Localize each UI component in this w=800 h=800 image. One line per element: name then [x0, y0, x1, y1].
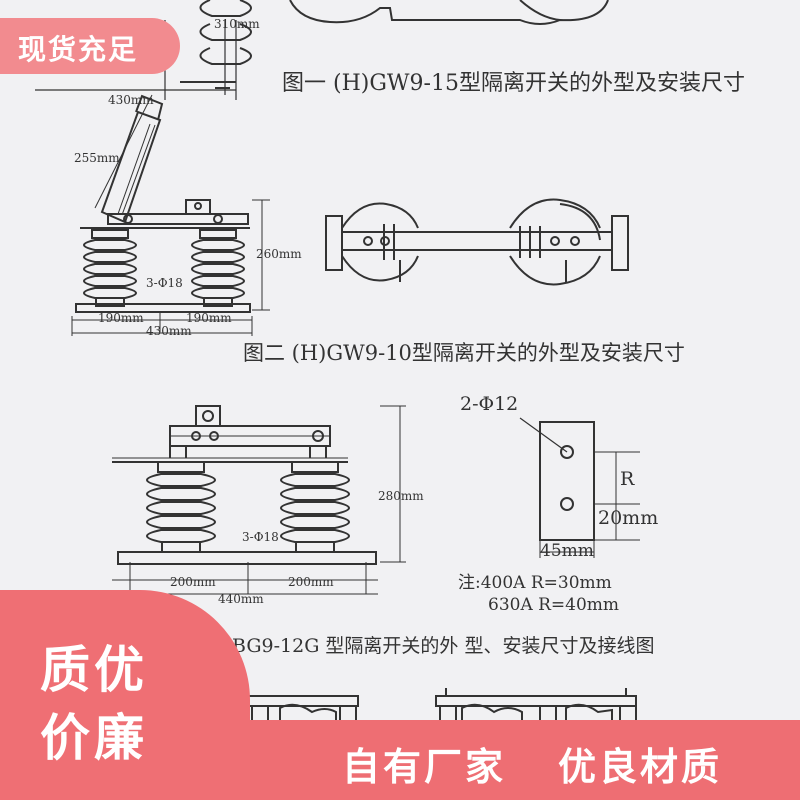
- banner-bottom-left-line1: 质优: [40, 641, 148, 699]
- wiring-dim-45: 45mm: [540, 541, 594, 561]
- figure1-caption: 图一 (H)GW9-15型隔离开关的外型及安装尺寸: [282, 71, 745, 96]
- banner-bottom-right-b: 优良材质: [558, 745, 723, 789]
- banner-bottom-right-text: 自有厂家 优良材质: [342, 736, 722, 791]
- wiring-note-line2: 630A R=40mm: [488, 595, 619, 615]
- banner-bottom-right-a: 自有厂家: [342, 745, 507, 789]
- figure3-caption: 图三 BG9-12G 型隔离开关的外 型、安装尺寸及接线图: [188, 635, 654, 657]
- banner-top-left: 现货充足: [0, 18, 180, 74]
- figure2-dim-190a: 190mm: [98, 311, 144, 325]
- figure3-dim-200b: 200mm: [288, 575, 334, 589]
- banner-bottom-left-line2: 价廉: [40, 709, 148, 767]
- wiring-dim-20: 20mm: [598, 507, 658, 529]
- figure3-drawing: [112, 405, 406, 595]
- banner-top-left-text: 现货充足: [18, 33, 139, 66]
- wiring-r-label: R: [620, 468, 635, 490]
- figure2-top-view: [325, 198, 629, 286]
- figure2-dim-430: 430mm: [146, 324, 192, 338]
- wiring-note-line1: 注:400A R=30mm: [458, 573, 612, 593]
- figure3-holes: 3-Φ18: [242, 530, 279, 544]
- figure2-holes: 3-Φ18: [146, 276, 183, 290]
- banner-bottom-right: 自有厂家 优良材质: [250, 720, 800, 800]
- figure2-dim-190b: 190mm: [186, 311, 232, 325]
- figure2-drawing: [71, 94, 270, 336]
- wiring-holes: 2-Φ12: [460, 393, 518, 415]
- figure1-dim-310: 310mm: [214, 17, 260, 31]
- figure2-dim-255: 255mm: [74, 151, 120, 165]
- figure3-dim-280: 280mm: [378, 489, 424, 503]
- figure2-dim-260: 260mm: [256, 247, 302, 261]
- wiring-plate: [519, 417, 640, 558]
- figure3-dim-200a: 200mm: [170, 575, 216, 589]
- figure2-caption: 图二 (H)GW9-10型隔离开关的外型及安装尺寸: [243, 341, 685, 365]
- banner-bottom-left: 质优 价廉: [0, 590, 250, 800]
- figure3-dim-440: 440mm: [218, 592, 264, 606]
